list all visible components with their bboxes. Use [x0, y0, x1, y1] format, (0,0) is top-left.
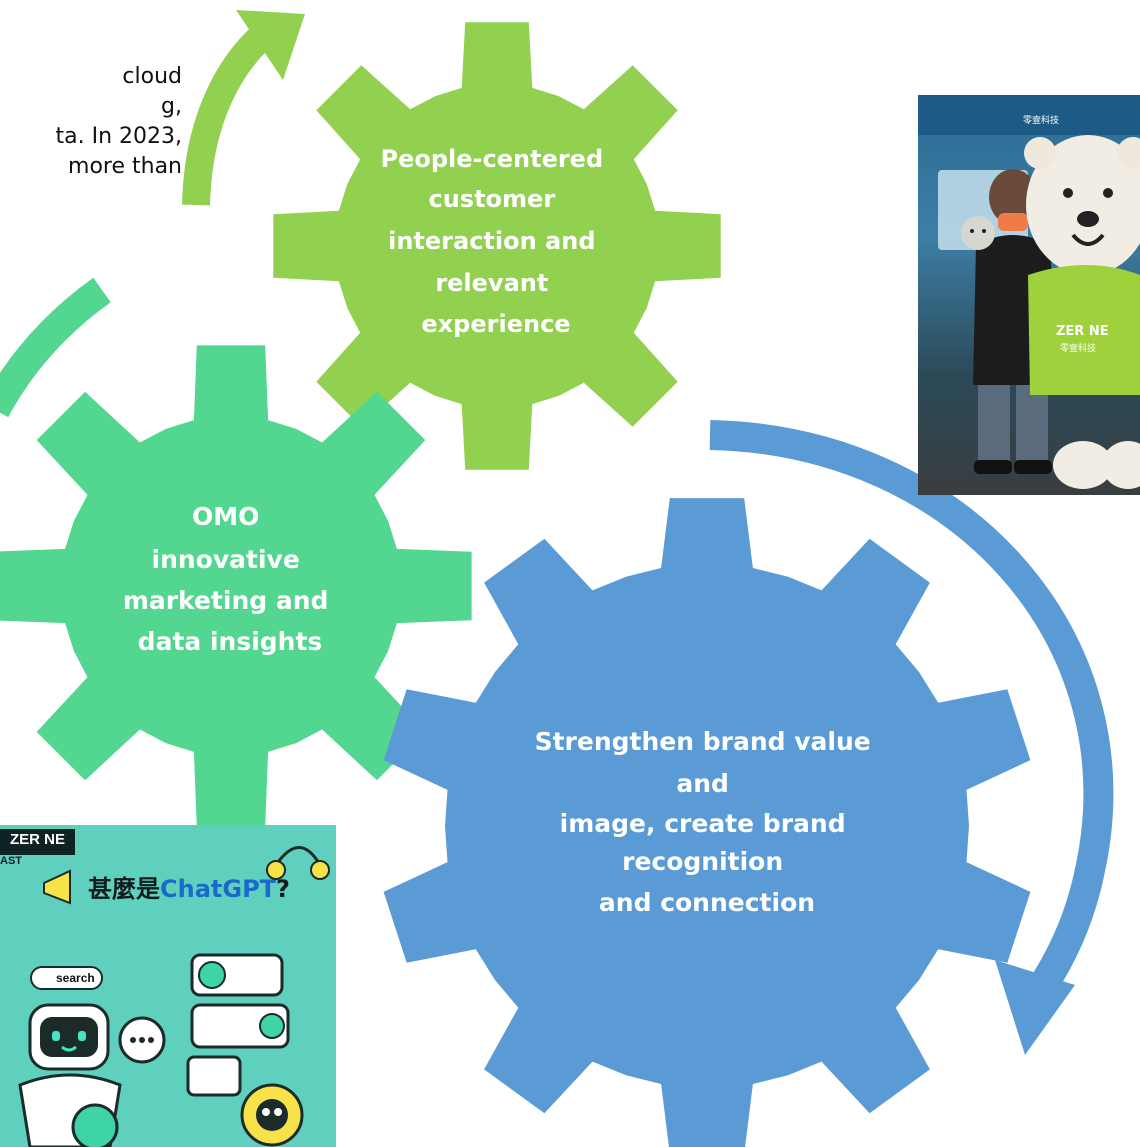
gear-brand-value — [383, 498, 1031, 1147]
gear-people-centered — [273, 22, 721, 470]
intro-line: ta. In 2023, — [55, 124, 183, 149]
green-arrowhead — [236, 10, 305, 80]
blue-arrow — [709, 420, 1114, 999]
blue-arrowhead — [995, 960, 1075, 1055]
poster-brand-sub: AST — [0, 855, 22, 867]
gear-brand-text: Strengthen brand value and image, create… — [535, 727, 880, 917]
intro-line: more than — [68, 154, 182, 179]
mascot-photo: 零壹科技 ZER NE 零壹科技 — [918, 95, 1140, 495]
poster-brand: ZER NE — [0, 829, 76, 855]
poster-search-pill: search — [30, 966, 103, 990]
intro-text-fragment: cloud g, ta. In 2023, more than — [0, 62, 190, 212]
green-arrow — [182, 16, 281, 206]
poster-illustrations — [18, 846, 330, 1147]
shirt-logo: ZER NE — [1056, 324, 1109, 339]
gear-people-text: People-centered customer interaction and… — [381, 145, 612, 338]
photo-sign: 零壹科技 — [1023, 114, 1059, 126]
chat-card-icon — [190, 1003, 290, 1049]
poster-title-line1: 甚麼是ChatGPT? — [88, 875, 290, 903]
teal-arc — [0, 277, 111, 418]
shirt-sub: 零壹科技 — [1060, 342, 1096, 354]
doc-card-icon — [186, 1055, 242, 1097]
mascot-photo-drawing: 零壹科技 ZER NE 零壹科技 — [918, 95, 1140, 489]
intro-line: cloud — [122, 64, 182, 89]
intro-line: g, — [161, 94, 182, 119]
headphones-icon — [274, 846, 322, 866]
megaphone-icon — [43, 869, 71, 905]
chatgpt-poster: ZER NE AST 甚麼是ChatGPT? search — [0, 825, 336, 1147]
gear-omo-text: OMO innovative marketing and data insigh… — [123, 502, 337, 656]
gear-omo — [0, 345, 472, 827]
globe-icon — [71, 1103, 119, 1147]
